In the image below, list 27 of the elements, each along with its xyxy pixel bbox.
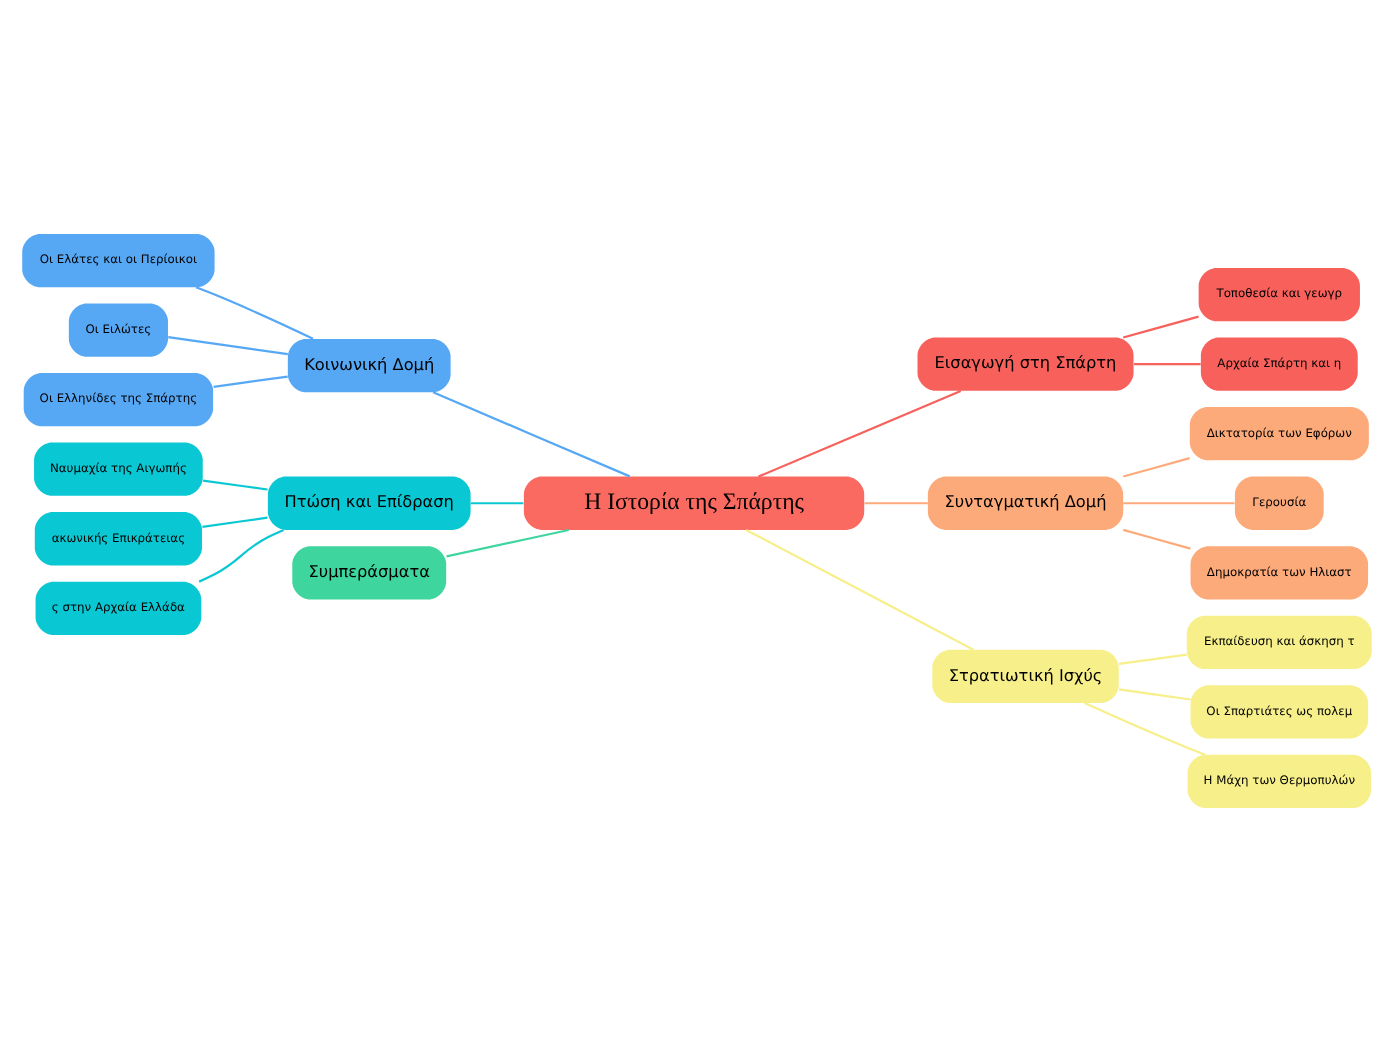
connector (202, 515, 268, 528)
node-box: Πτώση και Επίδραση (267, 475, 471, 529)
node-box: Στρατιωτική Ισχύς (932, 648, 1119, 702)
connector (1118, 652, 1187, 664)
node-box: Η Ιστορία της Σπάρτης (523, 475, 865, 529)
connector (198, 527, 285, 582)
connector (432, 390, 631, 477)
connector (1122, 314, 1199, 338)
connector (1122, 527, 1191, 549)
connector (1122, 456, 1190, 477)
connector (213, 374, 288, 387)
connector (1084, 701, 1206, 755)
connector (745, 527, 974, 650)
connector (470, 501, 524, 504)
node-box: Κοινωνική Δομή (287, 338, 451, 392)
connector (864, 501, 928, 504)
node-box: Εισαγωγή στη Σπάρτη (917, 336, 1134, 390)
connector (758, 388, 962, 477)
connector (1123, 501, 1235, 504)
connector (1118, 687, 1191, 700)
connector (168, 334, 288, 355)
connector (446, 527, 569, 557)
connector (1134, 362, 1201, 365)
connector (195, 285, 314, 339)
node-box: Συμπεράσματα (292, 545, 447, 599)
connector (202, 478, 268, 490)
node-box: Συνταγματική Δομή (927, 475, 1124, 529)
